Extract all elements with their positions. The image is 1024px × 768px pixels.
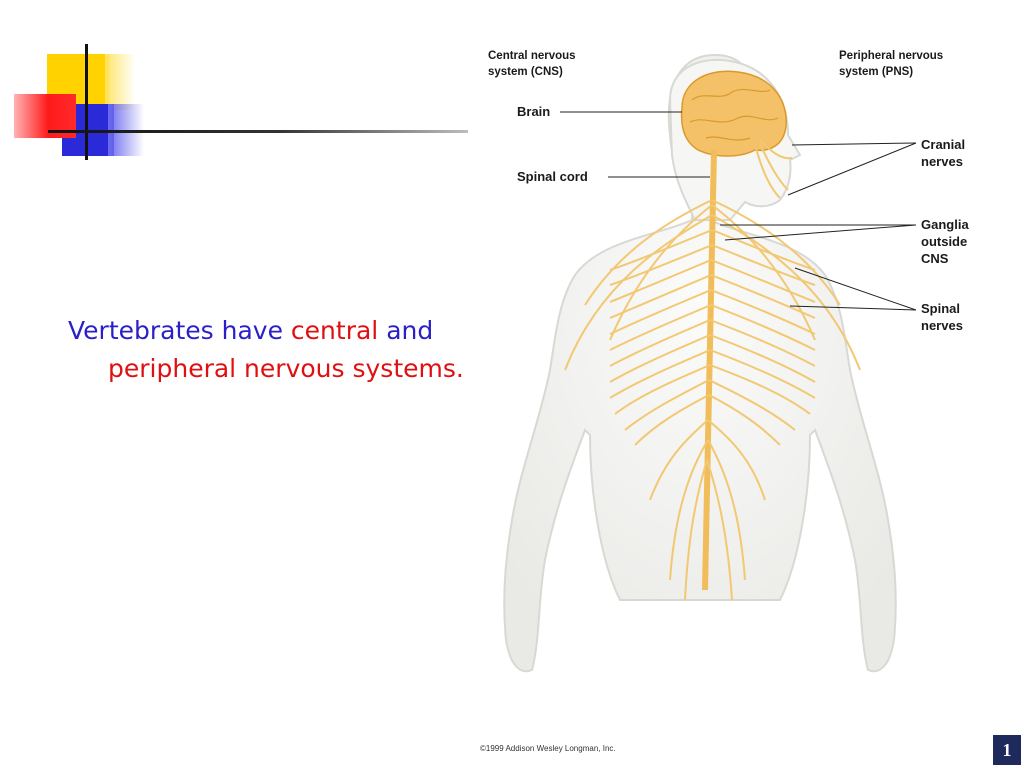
corner-decoration: [0, 0, 470, 170]
copyright-notice: ©1999 Addison Wesley Longman, Inc.: [480, 744, 616, 753]
horizontal-rule: [48, 130, 468, 133]
page-number-badge: 1: [993, 735, 1021, 765]
slide-body-text: Vertebrates have central and peripheral …: [68, 312, 488, 388]
leader-lines: [560, 111, 917, 311]
text-vertebrates-have: Vertebrates have: [68, 316, 291, 345]
brain: [680, 70, 787, 157]
cns-header: Central nervous system (CNS): [488, 50, 576, 78]
text-and: and: [386, 316, 434, 345]
label-brain: Brain: [517, 104, 551, 119]
nervous-system-figure: Central nervous system (CNS) Peripheral …: [470, 40, 1010, 740]
spinal-nerves: [564, 199, 861, 601]
label-spinal-nerves: Spinal nerves: [921, 301, 963, 333]
text-central: central: [290, 316, 379, 345]
label-ganglia-outside-cns: Ganglia outside CNS: [921, 217, 969, 266]
body-illustration: [503, 53, 917, 673]
pns-header: Peripheral nervous system (PNS): [839, 50, 944, 78]
label-spinal-cord: Spinal cord: [517, 169, 588, 184]
vertical-rule: [85, 44, 88, 160]
text-peripheral-nervous-systems: peripheral nervous systems.: [108, 354, 464, 383]
yellow-square-fade: [105, 54, 135, 110]
label-cranial-nerves: Cranial nerves: [921, 137, 966, 169]
spinal-cord: [702, 149, 717, 591]
